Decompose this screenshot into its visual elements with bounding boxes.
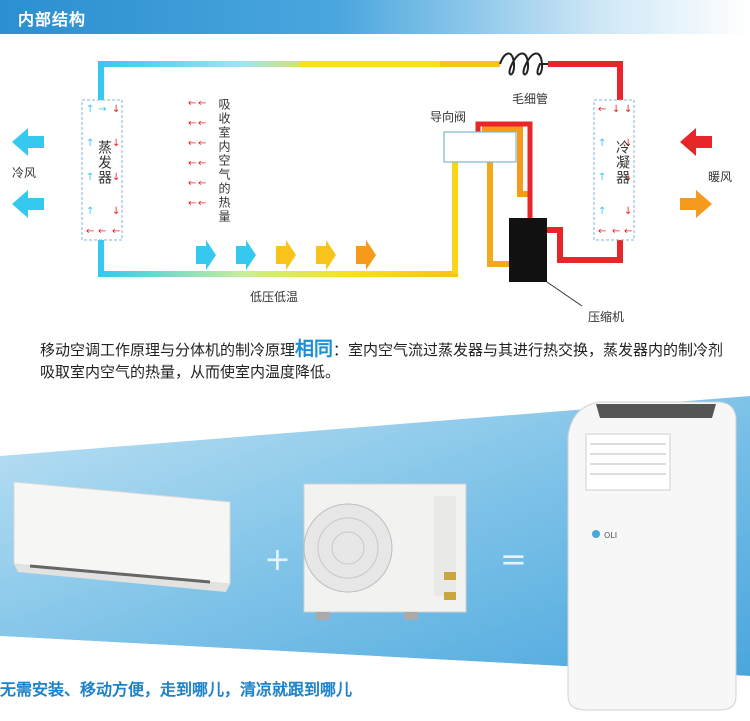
- compressor-label: 压缩机: [588, 310, 625, 324]
- split-indoor-unit-icon: [13, 481, 231, 592]
- svg-text:↑: ↑: [86, 172, 94, 183]
- svg-text:←: ←: [198, 178, 206, 189]
- description-part2: ：室内空气流过蒸发器与其进行热交换，蒸发器内的制冷剂吸取室内空气的热量，从而使室…: [40, 341, 724, 381]
- evaporator-arrows: ↑ → ↓ ↑ ↓ ↑ ↓ ↑ ↓ ← ← ←: [86, 104, 120, 237]
- pipe-valve-loop-2: [487, 159, 510, 267]
- svg-text:←: ←: [598, 226, 606, 237]
- svg-text:←: ←: [612, 226, 620, 237]
- description-highlight: 相同: [295, 338, 334, 360]
- condenser-box: [593, 99, 635, 241]
- absorb-heat-label: 吸收室内空气的热量: [217, 98, 231, 224]
- svg-text:←: ←: [198, 98, 206, 109]
- cold-air-label: 冷风: [12, 166, 37, 180]
- warm-air-label: 暖风: [708, 170, 733, 184]
- description: 移动空调工作原理与分体机的制冷原理相同：室内空气流过蒸发器与其进行热交换，蒸发器…: [40, 338, 730, 383]
- svg-text:←: ←: [188, 198, 196, 209]
- svg-text:←: ←: [86, 226, 94, 237]
- capillary-icon: [499, 52, 548, 76]
- svg-text:←: ←: [188, 158, 196, 169]
- refrigeration-diagram: ↑→↓ ↑↓ ↑↓ ↑↓ ←←← ←↓↓ ↑↓ ↑↓ ↑↓ ←←← ←← ←← …: [12, 52, 712, 307]
- svg-text:↓: ↓: [624, 172, 632, 183]
- pipe-top: [98, 61, 500, 270]
- slogan: 无需安装、移动方便，走到哪儿，清凉就跟到哪儿: [0, 680, 353, 699]
- svg-text:↑: ↑: [598, 206, 606, 217]
- svg-text:↓: ↓: [112, 172, 120, 183]
- compressor-icon: [509, 218, 547, 282]
- reversing-valve-box: [443, 131, 517, 163]
- condenser-arrows: ← ↓ ↓ ↑ ↓ ↑ ↓ ↑ ↓ ← ← ←: [598, 104, 632, 237]
- svg-text:↓: ↓: [624, 206, 632, 217]
- svg-text:↑: ↑: [598, 138, 606, 149]
- heat-absorb-arrows: ←← ←← ←← ←← ←← ←←: [188, 98, 206, 209]
- cold-air-arrows: [12, 128, 44, 218]
- svg-text:←: ←: [188, 98, 196, 109]
- svg-text:←: ←: [198, 198, 206, 209]
- low-pressure-label: 低压低温: [250, 290, 299, 304]
- svg-text:←: ←: [198, 158, 206, 169]
- section-header: 内部结构: [0, 0, 750, 34]
- svg-text:←: ←: [112, 226, 120, 237]
- svg-text:↑: ↑: [86, 138, 94, 149]
- svg-text:←: ←: [198, 138, 206, 149]
- warm-air-arrows: [680, 128, 712, 218]
- reversing-valve-label: 导向阀: [430, 110, 467, 124]
- plus-sign: +: [264, 540, 291, 578]
- portable-unit-icon: [567, 401, 737, 711]
- section-title: 内部结构: [18, 10, 87, 29]
- svg-text:→: →: [98, 104, 106, 115]
- svg-text:↓: ↓: [112, 206, 120, 217]
- svg-text:↑: ↑: [598, 172, 606, 183]
- svg-text:↓: ↓: [624, 104, 632, 115]
- svg-text:↑: ↑: [86, 206, 94, 217]
- svg-text:←: ←: [98, 226, 106, 237]
- svg-text:↓: ↓: [624, 138, 632, 149]
- evaporator-label: 蒸发器: [96, 140, 112, 185]
- svg-text:←: ←: [198, 118, 206, 129]
- svg-text:↑: ↑: [86, 104, 94, 115]
- equals-sign: =: [500, 540, 527, 578]
- condenser-label: 冷凝器: [614, 140, 630, 185]
- svg-text:←: ←: [188, 118, 196, 129]
- svg-text:←: ←: [624, 226, 632, 237]
- pipe-top-hot: [548, 61, 623, 104]
- pipe-right: [545, 227, 623, 263]
- portable-brand: OLI: [604, 531, 617, 540]
- ac-equation: OLI: [13, 401, 737, 711]
- capillary-label: 毛细管: [512, 92, 549, 106]
- svg-text:←: ←: [188, 138, 196, 149]
- bottom-flow-arrows: [196, 240, 376, 270]
- svg-text:↓: ↓: [112, 138, 120, 149]
- svg-text:←: ←: [188, 178, 196, 189]
- svg-text:←: ←: [598, 104, 606, 115]
- evaporator-box: [81, 99, 123, 241]
- svg-text:↓: ↓: [112, 104, 120, 115]
- outdoor-unit-icon: [303, 483, 467, 620]
- description-part1: 移动空调工作原理与分体机的制冷原理: [40, 341, 296, 359]
- svg-text:↓: ↓: [612, 104, 620, 115]
